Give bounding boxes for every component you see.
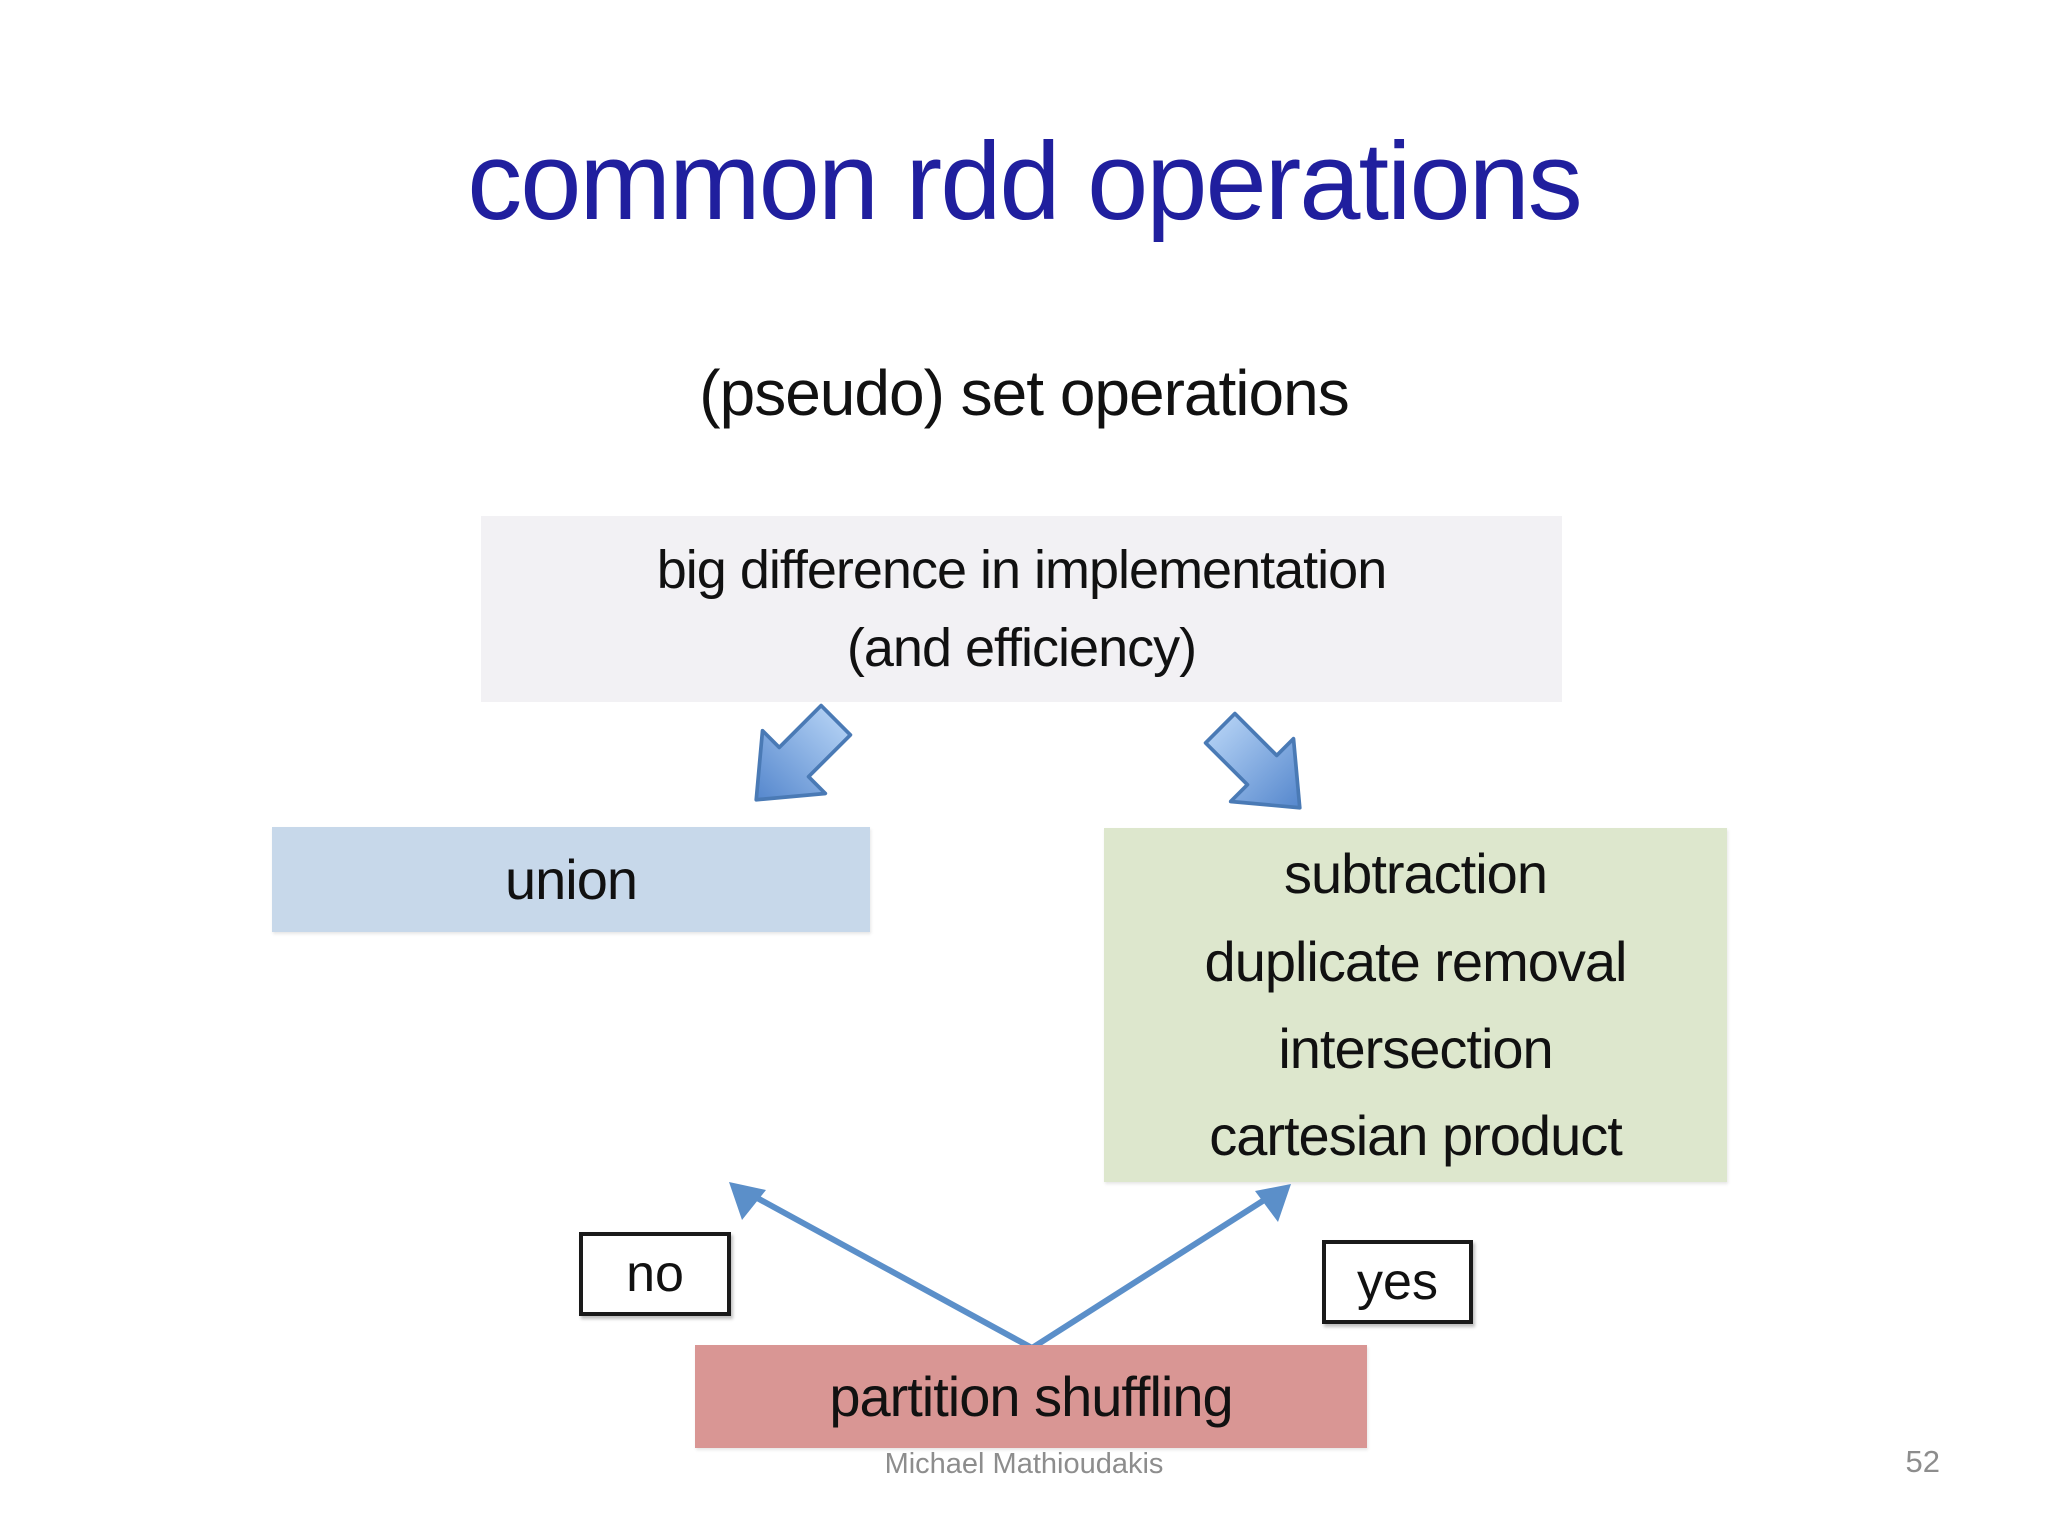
- green-box-item: cartesian product: [1209, 1104, 1623, 1168]
- partition-shuffling-box: partition shuffling: [695, 1345, 1367, 1448]
- slide-subtitle: (pseudo) set operations: [699, 357, 1349, 429]
- note-line-2: (and efficiency): [846, 618, 1197, 678]
- no-label-box: no: [579, 1232, 731, 1316]
- shuffle-operations-box: subtraction duplicate removal intersecti…: [1104, 828, 1727, 1182]
- page-title: common rdd operations: [467, 120, 1583, 243]
- green-box-item: subtraction: [1284, 842, 1548, 906]
- down-right-block-arrow-icon: [1203, 711, 1302, 810]
- yes-label-box: yes: [1322, 1240, 1473, 1324]
- partition-shuffling-label: partition shuffling: [829, 1365, 1233, 1428]
- no-label: no: [626, 1245, 684, 1303]
- down-left-block-arrow-icon: [754, 703, 853, 802]
- green-box-item: intersection: [1278, 1017, 1553, 1080]
- footer-author: Michael Mathioudakis: [884, 1448, 1164, 1480]
- green-box-item: duplicate removal: [1204, 929, 1628, 993]
- union-box-label: union: [504, 848, 638, 911]
- note-line-1: big difference in implementation: [656, 539, 1387, 600]
- union-box: union: [272, 827, 870, 932]
- yes-label: yes: [1357, 1253, 1438, 1311]
- page-number: 52: [1905, 1444, 1940, 1479]
- v-connector-arrows-icon: [729, 1182, 1291, 1351]
- note-box: big difference in implementation (and ef…: [481, 516, 1562, 702]
